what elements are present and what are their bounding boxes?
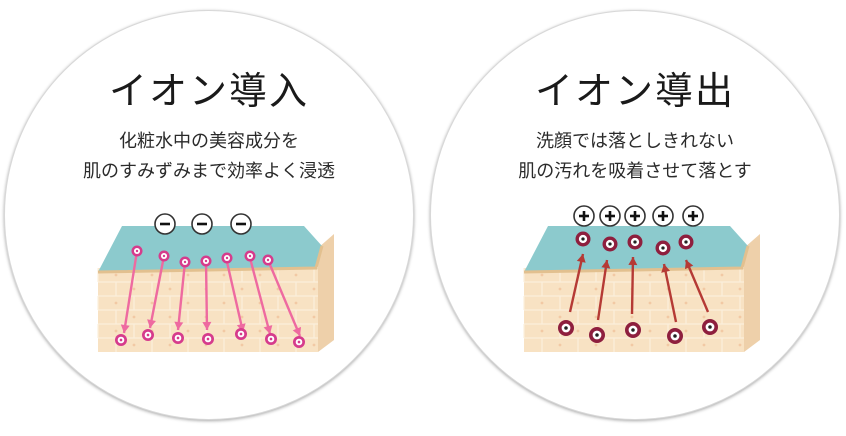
charge-symbols <box>154 213 252 235</box>
arrow-line <box>630 256 635 315</box>
plus-charge-icon <box>573 205 595 227</box>
arrow-line <box>568 253 585 313</box>
plus-charge-icon <box>624 205 646 227</box>
panel-description: 化粧水中の美容成分を 肌のすみずみまで効率よく浸透 <box>4 127 414 187</box>
panel-title: イオン導入 <box>108 69 309 113</box>
arrow-head <box>576 254 586 263</box>
minus-charge-icon <box>230 213 252 235</box>
ion-arrows <box>120 250 302 337</box>
ion-particle <box>115 334 127 346</box>
ion-particle <box>131 245 143 257</box>
arrow-head <box>202 321 212 330</box>
arrow-line <box>122 250 139 334</box>
ion-particle <box>627 234 643 250</box>
arrow-line <box>225 261 245 333</box>
arrow-line <box>148 255 166 329</box>
ion-particle <box>655 240 671 256</box>
description-line-2: 肌の汚れを吸着させて落とす <box>518 161 752 182</box>
ion-particle <box>678 234 694 250</box>
arrow-head <box>292 326 302 336</box>
plus-charge-icon <box>652 205 674 227</box>
ion-particle <box>602 236 618 252</box>
ion-particle <box>625 322 641 338</box>
ion-particle <box>265 333 277 345</box>
arrow-head <box>628 257 638 266</box>
skin-block <box>97 226 334 352</box>
arrow-line <box>684 259 710 313</box>
plus-charge-icon <box>682 205 704 227</box>
ion-extraction-panel: イオン導出 洗顔では落としきれない 肌の汚れを吸着させて落とす <box>430 10 840 420</box>
plus-charge-icon <box>599 205 621 227</box>
ions <box>115 245 305 348</box>
panel-title: イオン導出 <box>534 69 735 113</box>
panel-description: 洗顔では落としきれない 肌の汚れを吸着させて落とす <box>430 127 840 187</box>
arrow-line <box>248 257 272 335</box>
arrow-line <box>266 259 302 337</box>
arrow-line <box>662 263 678 323</box>
skin-surface-edge <box>523 245 750 274</box>
skin-surface-edge <box>97 245 324 274</box>
ions <box>558 231 718 344</box>
description-line-1: 洗顔では落としきれない <box>536 131 734 152</box>
arrow-head <box>120 324 130 333</box>
arrow-head <box>147 319 156 328</box>
arrow-head <box>174 321 184 330</box>
arrow-line <box>204 260 209 331</box>
ion-particle <box>589 327 605 343</box>
ion-particle <box>202 333 214 345</box>
ion-particle <box>221 252 233 264</box>
skin-block <box>523 226 760 352</box>
skin-side <box>318 234 334 352</box>
ion-particle <box>235 328 247 340</box>
skin-surface <box>98 226 322 272</box>
arrow-head <box>601 260 611 269</box>
ion-particle <box>142 329 154 341</box>
ion-particle <box>702 319 718 335</box>
minus-charge-icon <box>191 213 213 235</box>
ion-particle <box>158 250 170 262</box>
ion-extraction-illustration <box>523 205 760 352</box>
arrow-line <box>176 261 187 331</box>
ion-arrows <box>568 253 710 323</box>
ion-particle <box>172 332 184 344</box>
ion-particle <box>200 255 212 267</box>
ion-particle <box>262 254 274 266</box>
ion-introduction-illustration <box>97 213 334 352</box>
description-line-2: 肌のすみずみまで効率よく浸透 <box>83 161 335 182</box>
arrow-head <box>684 260 694 270</box>
ion-introduction-panel: イオン導入 化粧水中の美容成分を 肌のすみずみまで効率よく浸透 <box>4 10 414 420</box>
skin-side <box>744 234 760 352</box>
ion-particle <box>179 256 191 268</box>
ion-particle <box>575 231 591 247</box>
arrow-head <box>661 264 671 273</box>
ion-particle <box>244 250 256 262</box>
minus-charge-icon <box>154 213 176 235</box>
description-line-1: 化粧水中の美容成分を <box>119 131 299 152</box>
arrow-line <box>596 259 609 321</box>
ion-particle <box>293 336 305 348</box>
arrow-head <box>263 325 273 334</box>
skin-cell-dots <box>114 273 316 347</box>
charge-symbols <box>573 205 704 227</box>
ion-particle <box>558 320 574 336</box>
ion-particle <box>667 328 683 344</box>
